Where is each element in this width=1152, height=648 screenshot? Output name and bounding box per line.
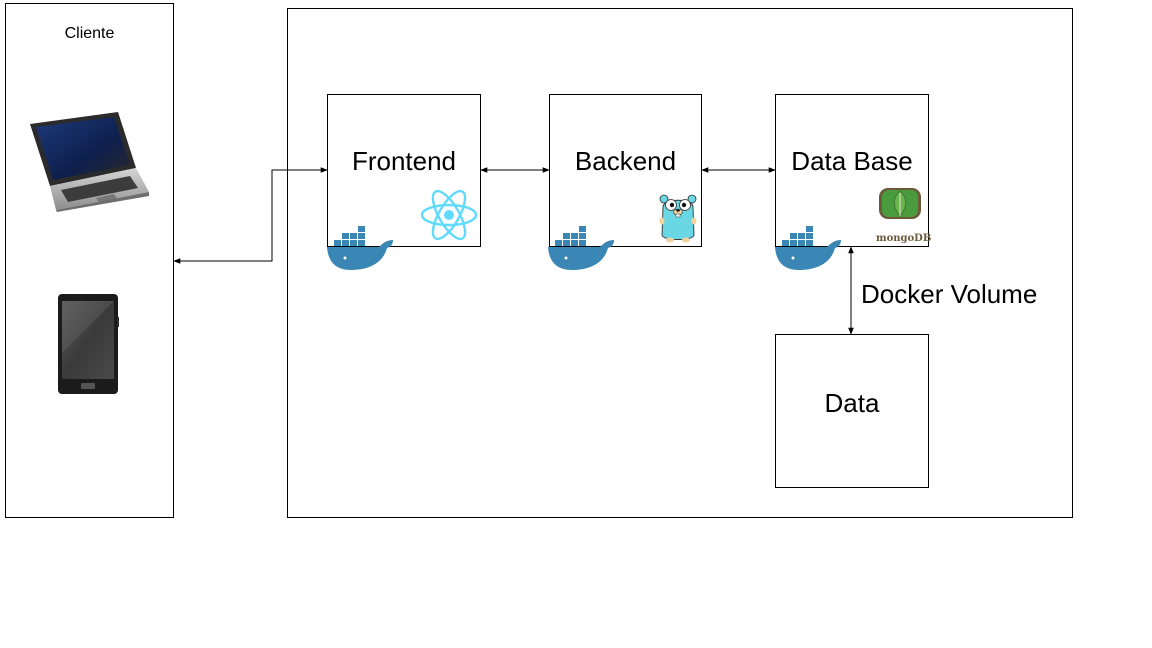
database-title: Data Base <box>791 146 913 176</box>
docker-volume-label: Docker Volume <box>861 279 1038 309</box>
docker-whale-icon <box>327 226 393 270</box>
data-title: Data <box>824 388 880 418</box>
docker-whale-icon <box>775 226 841 270</box>
client-title: Cliente <box>64 25 115 42</box>
docker-whale-icon <box>548 226 614 270</box>
client-container <box>5 3 174 518</box>
backend-title: Backend <box>574 146 677 176</box>
server-container <box>287 8 1073 518</box>
frontend-title: Frontend <box>351 146 457 176</box>
mongodb-logo-text: mongoDB <box>876 233 932 244</box>
laptop-icon <box>30 112 149 212</box>
data-volume-node[interactable] <box>775 334 929 488</box>
smartphone-icon <box>58 294 119 394</box>
react-logo-icon <box>420 189 478 241</box>
go-gopher-icon <box>659 194 697 243</box>
mongodb-leaf-icon <box>879 188 921 219</box>
frontend-node[interactable] <box>327 94 481 247</box>
